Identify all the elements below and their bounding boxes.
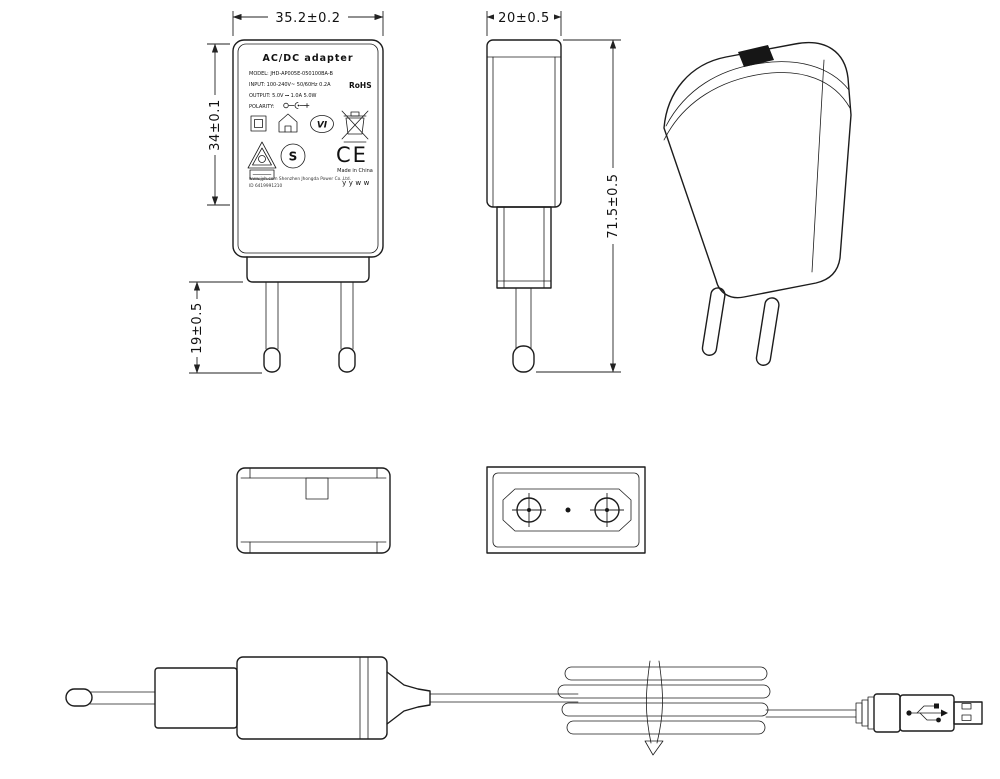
- front-pin-right-shaft: [340, 281, 354, 350]
- top-view-corner-ticks: [249, 467, 378, 554]
- cable-exit-lines: [765, 709, 857, 718]
- bottom-center-mark: [565, 507, 571, 513]
- polarity-symbol-icon: [283, 102, 310, 109]
- dim-front-width: 35.2±0.2: [232, 9, 384, 36]
- perspective-side-face-edge: [811, 59, 825, 273]
- side-body-outline: [486, 39, 562, 208]
- front-bottom-step: [246, 256, 370, 283]
- perspective-usb-slot: [738, 45, 774, 67]
- weee-bin-icon: [341, 110, 369, 143]
- bottom-view: [486, 466, 646, 554]
- side-lower-step: [496, 206, 552, 289]
- dim-label-height: 34±0.1: [207, 43, 230, 206]
- cable-view-pin-tip: [65, 688, 93, 707]
- cable-view-body-seam: [359, 656, 369, 740]
- cable-view-plug: [65, 656, 431, 740]
- coil-strand-1: [564, 666, 768, 681]
- efficiency-vi-text: VI: [317, 121, 328, 131]
- top-view: [236, 467, 391, 554]
- coil-strand-2: [557, 684, 771, 699]
- tip-latch-hole-bottom: [961, 714, 972, 721]
- class2-insulation-icon: [250, 115, 267, 132]
- perspective-crown-lower-edge: [663, 72, 851, 141]
- perspective-pin-left: [701, 287, 726, 356]
- label-output-line: OUTPUT: 5.0V ⎓ 1.0A 5.0W: [249, 93, 317, 99]
- dim-front-width-text: 35.2±0.2: [275, 11, 340, 26]
- id-line: ID 6419991210: [249, 183, 283, 189]
- micro-usb-connector: [855, 693, 983, 733]
- coil-strand-4: [566, 720, 766, 735]
- label-polarity-line: POLARITY:: [249, 104, 275, 110]
- label-model-line: MODEL: JHD-AP005E-050100BA-B: [249, 71, 333, 77]
- perspective-body-silhouette: [663, 42, 852, 299]
- perspective-pins: [701, 287, 780, 366]
- front-body-outline: [232, 39, 384, 258]
- indoor-use-icon: [278, 113, 298, 133]
- cable-view-pin-shaft: [89, 691, 156, 705]
- pin-hole-right-center: [605, 508, 609, 512]
- cable-assembly-view: [65, 656, 983, 756]
- front-pins: [263, 281, 356, 373]
- gs-mark-icon: S: [280, 143, 306, 169]
- cable-view-main-body: [236, 656, 388, 740]
- pin-recess-outline: [502, 488, 632, 532]
- bottom-view-inner-line: [492, 472, 640, 548]
- usb-symbol-icon: [906, 703, 948, 723]
- connector-metal-tip: [953, 701, 983, 725]
- connector-ridge-1: [855, 702, 863, 724]
- gs-mark-letter: S: [289, 150, 298, 164]
- connector-boot: [873, 693, 901, 733]
- pin-holes: [512, 493, 624, 527]
- front-body-inner-line: [237, 43, 379, 254]
- tip-latch-hole-top: [961, 703, 972, 710]
- side-pin: [512, 287, 535, 373]
- bottom-view-outline: [486, 466, 646, 554]
- product-label: AC/DC adapter MODEL: JHD-AP005E-050100BA…: [247, 53, 373, 189]
- front-pin-left-tip: [263, 347, 281, 373]
- top-view-usb-opening: [305, 477, 329, 500]
- cable-view-front-housing: [154, 667, 238, 729]
- cable-coil: [429, 660, 857, 756]
- company-line: www.jyh.com Shenzhen Jhongda Power Co.,L…: [249, 176, 351, 182]
- side-view: 20±0.5 71.5±0.5: [486, 9, 621, 373]
- efficiency-vi-icon: VI: [310, 115, 334, 133]
- pin-hole-left-center: [527, 508, 531, 512]
- cable-tie: [644, 660, 664, 756]
- date-code: yyww: [342, 179, 372, 187]
- perspective-pin-right: [755, 297, 780, 366]
- coil-strand-3: [561, 702, 769, 717]
- dim-side-width: 20±0.5: [486, 9, 562, 36]
- label-input-line: INPUT: 100-240V~ 50/60Hz 0.2A: [249, 82, 331, 88]
- dim-label-height-text: 34±0.1: [208, 99, 223, 151]
- side-shell-seams: [492, 56, 556, 208]
- connector-ridge-2: [861, 699, 869, 727]
- connector-ridge-3: [867, 696, 875, 730]
- dim-overall-height-text: 71.5±0.5: [606, 173, 621, 238]
- made-in-text: Made in China: [337, 168, 373, 174]
- front-pin-left-shaft: [265, 281, 279, 350]
- dim-overall-height: 71.5±0.5: [536, 39, 621, 373]
- dim-side-width-text: 20±0.5: [498, 11, 550, 26]
- front-view: 35.2±0.2 34±0.1 19±0.5 AC/D: [189, 9, 384, 374]
- rohs-mark: RoHS: [349, 81, 372, 90]
- ce-mark: CE: [336, 143, 368, 167]
- top-view-edge-bands: [240, 477, 387, 543]
- side-lower-step-details: [496, 206, 552, 289]
- front-pin-right-tip: [338, 347, 356, 373]
- label-title: AC/DC adapter: [262, 53, 353, 64]
- cable-entry-lines: [429, 693, 579, 703]
- dim-pin-length-text: 19±0.5: [190, 302, 205, 354]
- cable-view-strain-relief: [386, 671, 431, 725]
- top-view-outline: [236, 467, 391, 554]
- perspective-view: [663, 42, 852, 366]
- dim-pin-length: 19±0.5: [189, 281, 262, 374]
- tuv-mark-icon: [247, 141, 277, 180]
